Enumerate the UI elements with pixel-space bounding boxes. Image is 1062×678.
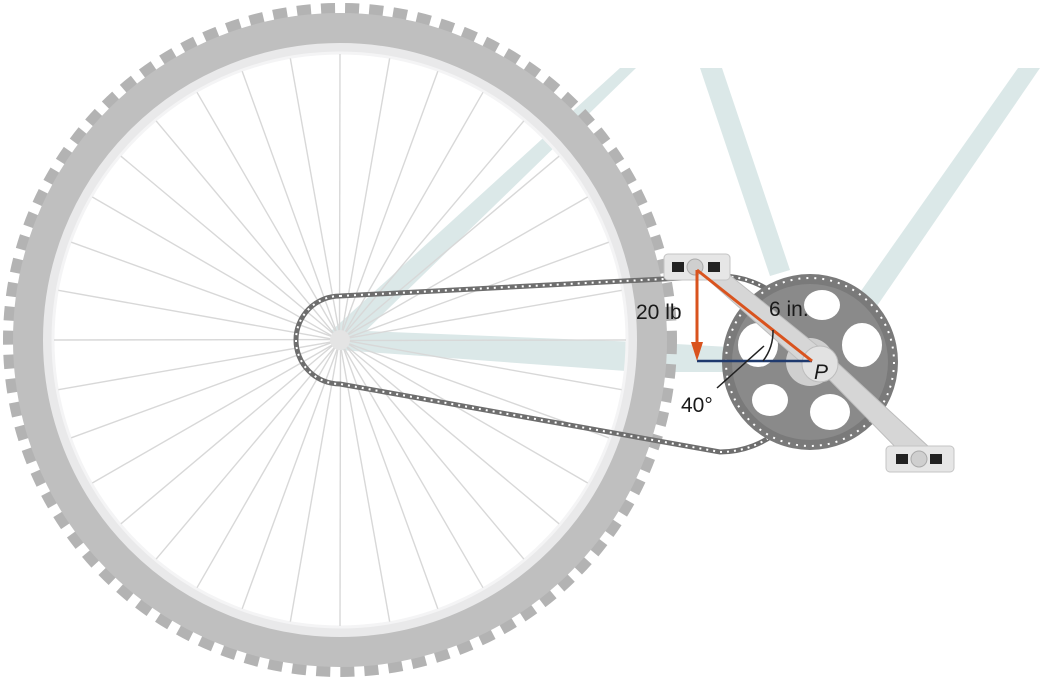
angle-leader-line [716,345,765,389]
angle-arc [762,329,774,362]
wheel-spoke [120,155,335,336]
wheel-spoke [346,196,589,337]
wheel-spoke [346,342,589,484]
wheel-spoke [241,347,339,609]
wheel-spoke [345,344,560,525]
rim-inner [51,51,629,629]
wheel-spoke [344,345,525,560]
angle-label: 40° [681,394,713,417]
wheel-spoke [342,346,484,589]
wheel-spoke [289,347,339,622]
wheel-spoke [241,71,338,333]
wheel-spoke [341,71,439,333]
wheel-spoke [344,120,525,335]
wheel-spoke [340,347,391,622]
wheel-spoke [289,58,340,333]
pedal-icon [885,445,955,473]
wheel-spoke [58,289,333,340]
tire-tread [3,3,677,677]
wheel-spoke [347,289,622,339]
bicycle-frame [330,68,1040,372]
torque-geometry [691,268,813,389]
tire [13,13,667,667]
lever-arm-line [696,268,813,363]
force-arrow-head [691,342,703,361]
wheel-spoke [341,58,391,333]
rear-wheel [3,3,677,677]
point-label: P [814,361,828,384]
wheel-spoke [196,91,338,334]
force-label: 20 lb [636,301,682,324]
wheel-spoke [345,155,560,336]
rim [43,43,637,637]
wheel-spoke [120,344,335,525]
wheel-spoke [71,341,333,439]
wheel-spoke [155,345,336,560]
wheel-spoke [196,346,337,589]
wheel-spoke [71,241,333,338]
wheel-spoke [347,340,622,391]
hub [330,330,350,350]
crank-arms [687,255,931,463]
wheel-spoke [91,343,334,484]
wheel-spoke [155,120,336,335]
wheel-spoke [91,196,334,338]
length-label: 6 in. [769,298,809,321]
wheel-spoke [342,347,439,609]
wheel-spoke [58,341,333,391]
